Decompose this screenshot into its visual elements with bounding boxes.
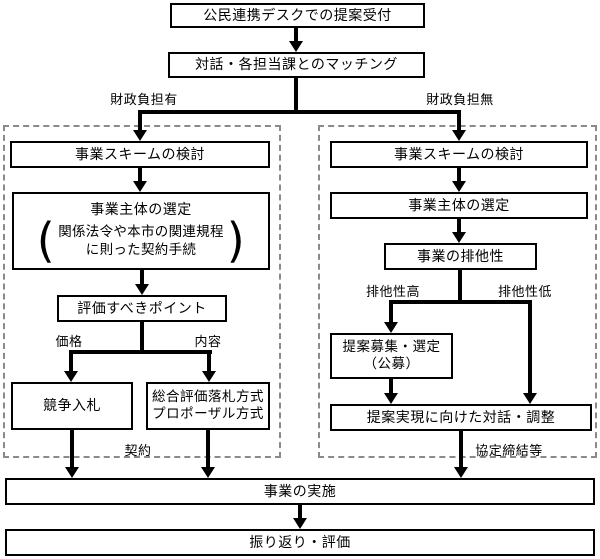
connector-reception-matching <box>294 27 298 42</box>
connector-matching-split <box>294 78 298 112</box>
node-proposal-reception: 公民連携デスクでの提案受付 <box>170 3 425 28</box>
node-evaluation-points-label: 評価すべきポイント <box>77 299 207 316</box>
node-comprehensive-evaluation-line1: 総合評価落札方式 <box>152 389 264 405</box>
arrow-down-icon <box>133 130 147 141</box>
arrow-down-icon <box>135 284 149 295</box>
node-matching: 対話・各担当課とのマッチング <box>168 52 425 78</box>
arrow-down-icon <box>65 467 79 478</box>
arrow-down-icon <box>384 393 398 404</box>
arrow-down-icon <box>452 232 466 243</box>
entity-note: 関係法令や本市の関連規程 に則った契約手続 <box>58 223 224 258</box>
node-dialogue-adjustment: 提案実現に向けた対話・調整 <box>330 404 592 431</box>
node-exclusivity-label: 事業の排他性 <box>417 247 504 264</box>
label-agreement: 協定締結等 <box>475 443 543 458</box>
connector-bidding-implementation <box>70 430 74 468</box>
label-contract: 契約 <box>124 443 152 458</box>
connector-recruit-dialogue <box>389 379 393 394</box>
label-exclusivity-low: 排他性低 <box>497 284 552 299</box>
arrow-down-icon <box>133 181 147 192</box>
node-comprehensive-evaluation-line2: プロポーザル方式 <box>152 406 264 421</box>
connector-content-drop <box>207 350 211 372</box>
arrow-down-icon <box>289 41 303 52</box>
arrow-down-icon <box>452 130 466 141</box>
node-proposal-reception-label: 公民連携デスクでの提案受付 <box>203 6 392 23</box>
node-left-entity-selection: 事業主体の選定 ( 関係法令や本市の関連規程 に則った契約手続 ) <box>12 192 270 270</box>
node-left-scheme-study: 事業スキームの検討 <box>10 141 270 168</box>
node-left-scheme-study-label: 事業スキームの検討 <box>74 145 206 162</box>
arrow-down-icon <box>523 393 537 404</box>
connector-high-drop <box>389 300 393 323</box>
node-right-entity-selection: 事業主体の選定 <box>330 192 588 219</box>
node-matching-label: 対話・各担当課とのマッチング <box>195 56 398 73</box>
node-proposal-recruitment: 提案募集・選定 （公募） <box>330 333 453 379</box>
node-evaluation-points: 評価すべきポイント <box>57 295 227 322</box>
arrow-down-icon <box>384 322 398 333</box>
connector-low-drop <box>528 300 532 394</box>
connector-rentity-exclusivity <box>457 219 461 233</box>
arrow-down-icon <box>202 371 216 382</box>
label-price: 価格 <box>55 334 83 349</box>
connector-lentity-evaluation <box>140 270 144 285</box>
connector-implementation-review <box>298 505 302 519</box>
connector-evaluation-horizontal <box>69 350 212 354</box>
connector-price-drop <box>69 350 73 372</box>
node-proposal-recruitment-line2: （公募） <box>363 356 420 371</box>
connector-dialogue-implementation <box>459 431 463 468</box>
node-competitive-bidding-label: 競争入札 <box>43 397 101 414</box>
arrow-down-icon <box>452 181 466 192</box>
connector-split-right <box>457 110 461 131</box>
node-proposal-recruitment-line1: 提案募集・選定 <box>342 339 441 355</box>
left-branch-container <box>3 125 281 458</box>
label-fiscal-burden-yes: 財政負担有 <box>110 92 178 107</box>
node-review-label: 振り返り・評価 <box>249 533 351 550</box>
node-dialogue-adjustment-label: 提案実現に向けた対話・調整 <box>366 408 556 425</box>
node-right-entity-selection-label: 事業主体の選定 <box>408 196 510 213</box>
entity-note-line1: 関係法令や本市の関連規程 <box>58 224 224 240</box>
node-competitive-bidding: 競争入札 <box>11 382 133 430</box>
node-implementation: 事業の実施 <box>5 478 595 505</box>
node-left-entity-selection-title: 事業主体の選定 <box>90 200 192 217</box>
connector-evaluation-stem <box>140 322 144 352</box>
arrow-down-icon <box>64 371 78 382</box>
entity-note-bracket: ( 関係法令や本市の関連規程 に則った契約手続 ) <box>36 212 246 268</box>
node-comprehensive-evaluation: 総合評価落札方式 プロポーザル方式 <box>146 382 270 430</box>
label-exclusivity-high: 排他性高 <box>365 284 420 299</box>
node-right-scheme-study-label: 事業スキームの検討 <box>393 145 525 162</box>
node-review: 振り返り・評価 <box>5 529 595 556</box>
open-paren-glyph: ( <box>36 212 56 268</box>
entity-note-line2: に則った契約手続 <box>85 241 197 257</box>
close-paren-glyph: ) <box>226 212 246 268</box>
arrow-down-icon <box>454 467 468 478</box>
label-fiscal-burden-no: 財政負担無 <box>426 92 494 107</box>
arrow-down-icon <box>293 518 307 529</box>
connector-lscheme-lentity <box>138 167 142 182</box>
connector-split-left <box>138 110 142 131</box>
connector-exclusivity-horizontal <box>389 300 532 304</box>
node-exclusivity: 事業の排他性 <box>384 243 537 270</box>
connector-exclusivity-stem <box>458 270 462 302</box>
arrow-down-icon <box>201 467 215 478</box>
node-implementation-label: 事業の実施 <box>263 482 337 499</box>
connector-comprehensive-implementation <box>206 430 210 468</box>
connector-split-horizontal <box>138 110 461 114</box>
connector-rscheme-rentity <box>457 167 461 182</box>
node-right-scheme-study: 事業スキームの検討 <box>330 141 588 168</box>
label-content: 内容 <box>194 334 222 349</box>
